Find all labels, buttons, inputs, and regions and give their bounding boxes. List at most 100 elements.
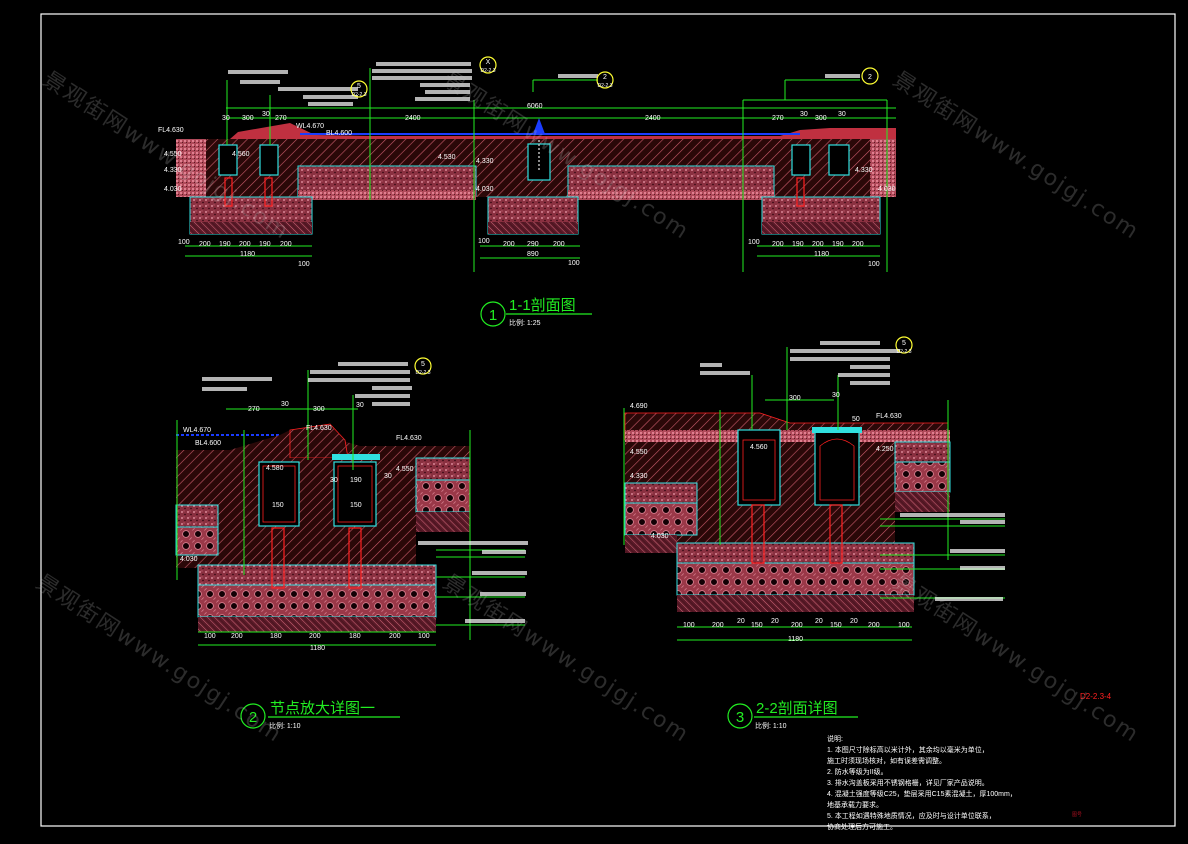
footing-gravel <box>197 584 437 618</box>
small-mark: 图号 <box>1072 812 1082 818</box>
dimension: 200 <box>868 622 880 629</box>
section-2-2: 5 D2-2.3 4.690 FL4.630 4.560 4.550 4.330… <box>623 336 1005 730</box>
dimension: 200 <box>812 241 824 248</box>
paving-bedding <box>625 430 950 442</box>
dimension: 290 <box>527 241 539 248</box>
elevation-label: 4.330 <box>855 167 873 174</box>
bottom-dimensions: 100 200 20 150 20 200 20 150 20 200 100 … <box>683 618 910 643</box>
leader-notes <box>202 362 528 623</box>
elevation-label: BL4.600 <box>326 130 352 137</box>
callout-number: 2 <box>868 74 872 81</box>
dimension: 30 <box>832 392 840 399</box>
dimension: 100 <box>298 261 310 268</box>
leader-notes <box>700 341 1005 601</box>
dimension: 200 <box>199 241 211 248</box>
dimension: 190 <box>832 241 844 248</box>
note-line: 协商处理后方可施工。 <box>827 822 897 831</box>
elevation-label: 4.560 <box>232 151 250 158</box>
slab-right-base <box>568 190 774 200</box>
note-line: 5. 本工程如遇特殊地质情况，应及时与设计单位联系， <box>827 811 996 820</box>
dimension-total: 6060 <box>527 103 543 110</box>
drain-pipe <box>271 527 285 589</box>
dimension: 30 <box>356 402 364 409</box>
section-1-1: 5 D2-2.3 X D2-2.3 2 D2-2.3 2 FL4.630 WL4… <box>158 56 896 327</box>
dimension: 200 <box>852 241 864 248</box>
detail-callout-circle <box>596 71 614 89</box>
dimension: 100 <box>478 238 490 245</box>
footing-gravel <box>676 562 915 596</box>
callout-number: 2 <box>603 74 607 81</box>
drain-channel <box>828 144 850 176</box>
elevation-label: 4.030 <box>476 186 494 193</box>
dimension: 300 <box>242 115 254 122</box>
note-line: 地基承载力要求。 <box>827 800 883 809</box>
elevation-label: FL4.630 <box>306 425 332 432</box>
detail-callout-circle <box>350 80 368 98</box>
soil-layer <box>416 512 470 532</box>
detail-callout-circle <box>479 56 497 74</box>
edge-block-left <box>176 139 206 197</box>
callout-number: 5 <box>421 361 425 368</box>
note-line: 4. 混凝土强度等级C25，垫层采用C15素混凝土，厚100mm， <box>827 789 1017 798</box>
drain-channel <box>259 144 279 176</box>
gravel-layer <box>894 461 951 493</box>
footing-soil <box>198 617 436 632</box>
drain-pipe <box>264 177 273 207</box>
dimension: 100 <box>204 633 216 640</box>
drawing-number: 2 <box>249 709 257 726</box>
paving-base <box>415 457 471 481</box>
dimension-total: 1180 <box>788 636 803 643</box>
dimension: 200 <box>239 241 251 248</box>
dimension-total: 1180 <box>814 251 829 258</box>
dimension: 30 <box>330 477 338 484</box>
coping-stone <box>289 423 349 459</box>
callout-ref: D2-2.3 <box>480 68 495 74</box>
elevation-label: 4.250 <box>876 446 894 453</box>
dimension: 180 <box>349 633 361 640</box>
left-soil <box>625 535 677 553</box>
dimension: 20 <box>771 618 779 625</box>
dimension: 180 <box>270 633 282 640</box>
footing-right-soil <box>762 222 880 234</box>
elevation-label: WL4.670 <box>296 123 324 130</box>
dimension: 100 <box>748 239 760 246</box>
elevation-label: 4.030 <box>164 186 182 193</box>
left-slab <box>624 482 698 504</box>
dimension: 200 <box>231 633 243 640</box>
dimension: 200 <box>280 241 292 248</box>
note-line: 1. 本图尺寸除标高以米计外，其余均以毫米为单位， <box>827 745 989 754</box>
dimension: 200 <box>309 633 321 640</box>
edge-block-right <box>870 139 896 197</box>
node-detail-1: 5 D2-2.3 WL4.670 BL4.600 FL4.630 FL4.630… <box>175 357 528 730</box>
leader-notes <box>228 62 860 106</box>
drain-pipe <box>348 527 362 589</box>
dimension: 30 <box>262 111 270 118</box>
dimension: 150 <box>350 502 362 509</box>
elevation-label: 4.330 <box>630 473 648 480</box>
sheet-reference-stamp: D2-2.3-4 <box>1080 692 1112 701</box>
bottom-dimensions-left: 100 200 190 200 190 200 1180 100 <box>178 239 310 268</box>
dimension: 50 <box>852 416 860 423</box>
elevation-label: 4.030 <box>651 533 669 540</box>
left-gravel <box>175 526 219 556</box>
note-line: 2. 防水等级为II级。 <box>827 767 888 776</box>
dimension: 270 <box>248 406 260 413</box>
dimension: 150 <box>751 622 763 629</box>
dimension-total: 890 <box>527 251 539 258</box>
dimension: 100 <box>568 260 580 267</box>
elevation-label: 4.330 <box>164 167 182 174</box>
detail-callout-circle <box>895 336 913 354</box>
bottom-dimensions: 100 200 180 200 180 200 100 1180 <box>204 633 430 652</box>
dimension: 30 <box>838 111 846 118</box>
dimension-total: 1180 <box>310 645 325 652</box>
dimension: 100 <box>178 239 190 246</box>
elevation-label: 4.550 <box>164 151 182 158</box>
dimension-span: 2400 <box>645 115 661 122</box>
footing-soil <box>677 595 914 612</box>
dimension-span: 2400 <box>405 115 421 122</box>
dimension: 190 <box>792 241 804 248</box>
dimension: 150 <box>830 622 842 629</box>
elevation-label: FL4.630 <box>158 127 184 134</box>
grate-cover <box>332 454 380 460</box>
drain-pipe <box>829 504 843 564</box>
